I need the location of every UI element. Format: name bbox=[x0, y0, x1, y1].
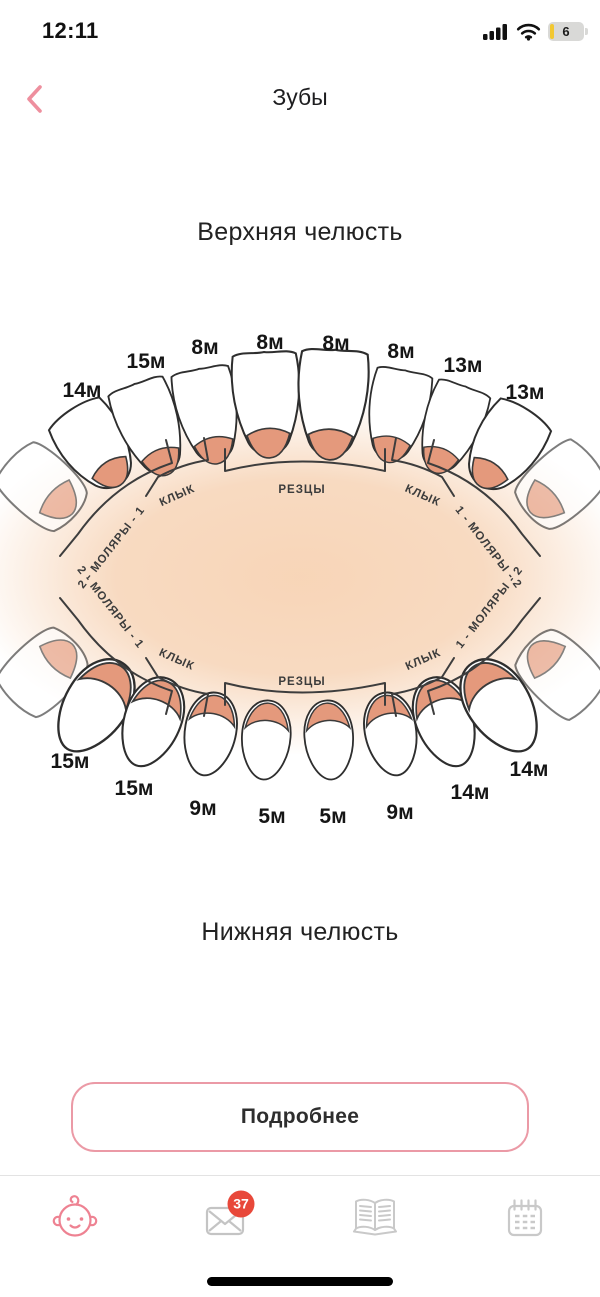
battery-percent: 6 bbox=[562, 24, 570, 39]
book-icon bbox=[353, 1198, 397, 1235]
lower-incisors-label: РЕЗЦЫ bbox=[278, 676, 325, 688]
teeth-diagram-art: 2 - МОЛЯРЫ - 1 КЛЫК РЕЗЦЫ КЛЫК 1 - МОЛЯР… bbox=[0, 346, 600, 783]
upper-tooth-age: 8м bbox=[256, 331, 284, 354]
lower-tooth-age: 5м bbox=[319, 805, 347, 828]
calendar-icon bbox=[507, 1198, 543, 1236]
wifi-icon bbox=[516, 23, 541, 41]
signal-icon bbox=[483, 23, 507, 40]
tab-bar: 37 bbox=[0, 1175, 600, 1297]
tab-messages[interactable]: 37 bbox=[190, 1188, 260, 1248]
status-icons: 6 bbox=[483, 22, 588, 41]
details-button[interactable]: Подробнее bbox=[71, 1082, 529, 1152]
lower-tooth-age: 5м bbox=[258, 805, 286, 828]
lower-jaw-heading: Нижняя челюсть bbox=[201, 918, 399, 946]
tab-calendar[interactable] bbox=[490, 1188, 560, 1248]
unread-badge: 37 bbox=[227, 1190, 255, 1218]
lower-tooth-age: 9м bbox=[189, 797, 217, 820]
chevron-left-icon bbox=[27, 84, 42, 113]
teeth-diagram: 2 - МОЛЯРЫ - 1 КЛЫК РЕЗЦЫ КЛЫК 1 - МОЛЯР… bbox=[0, 280, 600, 860]
back-button[interactable] bbox=[14, 78, 54, 122]
lower-tooth-age: 9м bbox=[386, 801, 414, 824]
lower-tooth-age: 15м bbox=[50, 750, 90, 773]
upper-tooth-age: 13м bbox=[443, 354, 483, 377]
tab-baby[interactable] bbox=[40, 1188, 110, 1248]
baby-icon bbox=[52, 1194, 98, 1237]
lower-tooth-age: 14м bbox=[450, 781, 490, 804]
mail-icon: 37 bbox=[205, 1190, 255, 1236]
page-title: Зубы bbox=[272, 84, 328, 110]
battery-cap bbox=[585, 28, 588, 35]
upper-tooth-age: 14м bbox=[62, 379, 102, 402]
upper-tooth-age: 15м bbox=[126, 350, 166, 373]
home-indicator[interactable] bbox=[207, 1277, 393, 1286]
status-time: 12:11 bbox=[42, 18, 99, 43]
upper-jaw-heading: Верхняя челюсть bbox=[197, 218, 403, 246]
svg-text:37: 37 bbox=[233, 1196, 249, 1212]
battery-icon: 6 bbox=[548, 22, 588, 41]
lower-tooth-age: 15м bbox=[114, 777, 154, 800]
lower-group-brackets bbox=[59, 597, 541, 717]
lower-tooth-age: 14м bbox=[509, 758, 549, 781]
upper-tooth-age: 8м bbox=[387, 340, 415, 363]
upper-incisors-label: РЕЗЦЫ bbox=[278, 484, 325, 496]
battery-level-fill bbox=[549, 24, 554, 39]
upper-tooth-age: 8м bbox=[191, 336, 219, 359]
tab-guide[interactable] bbox=[340, 1188, 410, 1248]
upper-group-brackets bbox=[59, 437, 541, 557]
status-bar: 12:11 6 bbox=[0, 0, 600, 54]
upper-tooth-age: 8м bbox=[322, 332, 350, 355]
upper-tooth-age: 13м bbox=[505, 381, 545, 404]
nav-bar: Зубы bbox=[0, 76, 600, 124]
